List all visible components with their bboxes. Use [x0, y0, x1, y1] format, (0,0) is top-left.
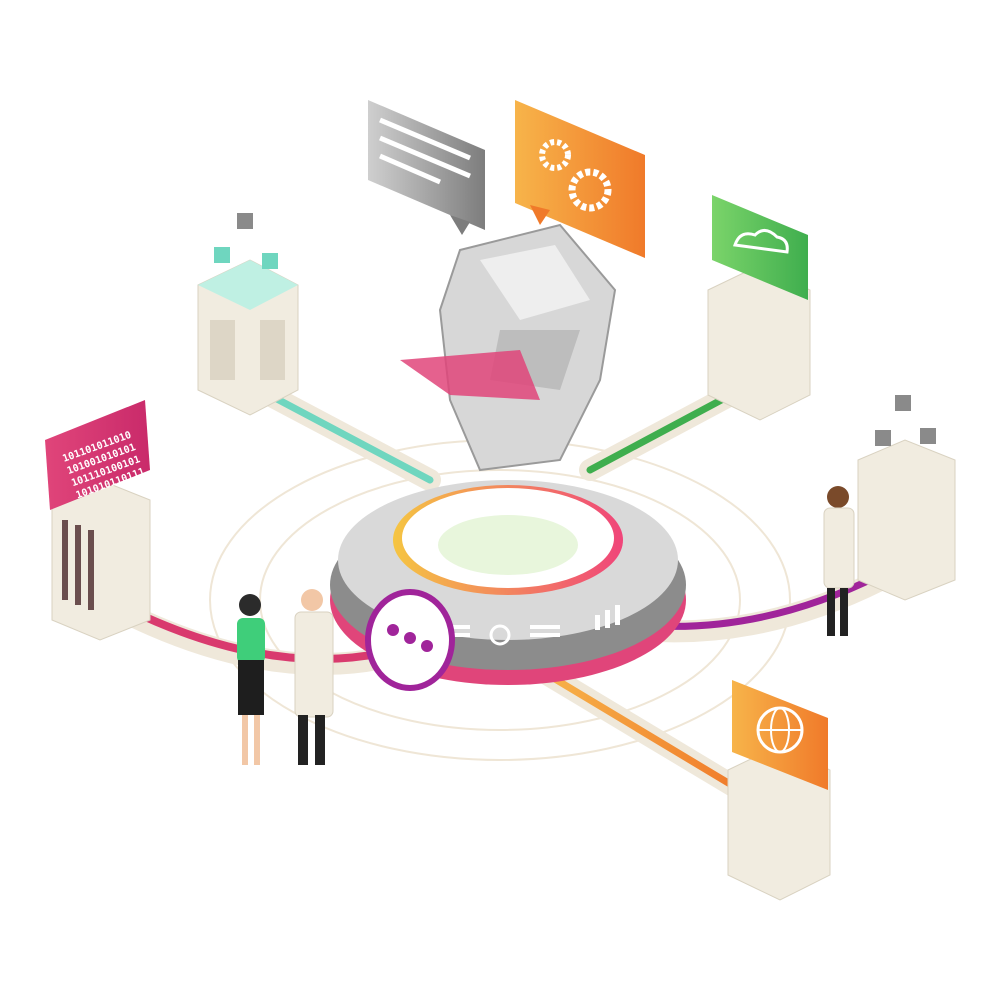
person-lab-coat-headset — [294, 589, 334, 765]
server-top-left — [197, 213, 299, 416]
cube-icon — [214, 247, 230, 263]
cube-icon — [895, 395, 911, 411]
server-globe — [727, 680, 831, 901]
settings-gears-bubble-icon — [515, 100, 645, 258]
platform-panel-icons — [440, 605, 620, 646]
cube-icon — [237, 213, 253, 229]
cloud-icon — [733, 229, 789, 254]
person-green-shirt — [237, 594, 265, 765]
text-chat-bubble-icon — [368, 100, 485, 235]
cube-icon — [920, 428, 936, 444]
light-beam — [400, 350, 540, 400]
cube-icon — [875, 430, 891, 446]
chat-dots-bubble-icon — [365, 589, 455, 691]
ai-head-sculpture — [400, 223, 617, 472]
server-right — [857, 395, 956, 601]
person-lab-coat-right — [823, 486, 855, 636]
server-binary — [45, 400, 151, 641]
cube-icon — [262, 253, 278, 269]
server-cloud — [707, 195, 811, 421]
